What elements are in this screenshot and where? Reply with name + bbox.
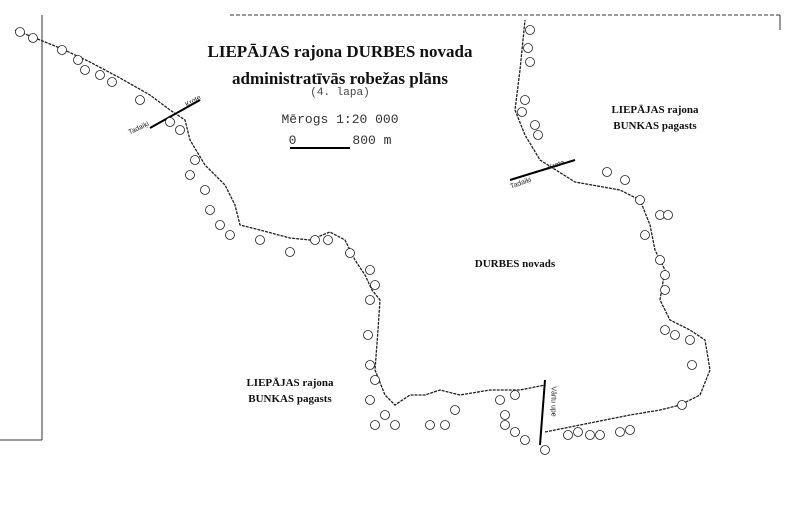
boundary-point-marker [670,330,680,340]
boundary-point-marker [525,25,535,35]
region-label-sw: LIEPĀJAS rajona BUNKAS pagasts [235,375,345,407]
boundary-point-marker [602,167,612,177]
region-sw-line1: LIEPĀJAS rajona [246,377,334,389]
region-ne-line2: BUNKAS pagasts [613,120,697,132]
boundary-point-marker [573,427,583,437]
boundary-point-marker [310,235,320,245]
river-line [539,379,546,446]
boundary-point-marker [595,430,605,440]
boundary-point-marker [510,390,520,400]
boundary-point-marker [28,33,38,43]
boundary-point-marker [500,410,510,420]
boundary-point-marker [255,235,265,245]
boundary-point-marker [640,230,650,240]
boundary-point-marker [215,220,225,230]
boundary-line [14,29,546,406]
boundary-point-marker [365,395,375,405]
boundary-point-marker [687,360,697,370]
road-line [149,99,201,129]
boundary-point-marker [660,270,670,280]
boundary-point-marker [200,185,210,195]
scale-end: 800 m [352,133,392,148]
boundary-point-marker [190,155,200,165]
boundary-point-marker [685,335,695,345]
road-line [509,159,576,181]
boundary-point-marker [663,210,673,220]
boundary-point-marker [135,95,145,105]
boundary-point-marker [365,295,375,305]
boundary-point-marker [73,55,83,65]
boundary-point-marker [425,420,435,430]
boundary-point-marker [370,420,380,430]
boundary-point-marker [500,420,510,430]
boundary-point-marker [345,248,355,258]
boundary-point-marker [370,280,380,290]
scale-start: 0 [288,133,297,148]
boundary-point-marker [585,430,595,440]
boundary-point-marker [520,435,530,445]
boundary-point-marker [677,400,687,410]
boundary-point-marker [517,107,527,117]
boundary-point-marker [450,405,460,415]
boundary-point-marker [95,70,105,80]
boundary-point-marker [635,195,645,205]
region-label-center: DURBES novads [474,258,556,270]
boundary-point-marker [655,255,665,265]
boundary-point-marker [620,175,630,185]
scale-text: Mērogs 1:20 000 [281,112,399,127]
river-label: Vārtu upe [549,386,557,417]
boundary-point-marker [440,420,450,430]
boundary-point-marker [510,427,520,437]
boundary-point-marker [380,410,390,420]
boundary-point-marker [525,57,535,67]
boundary-point-marker [660,325,670,335]
boundary-point-marker [165,117,175,127]
sheet-number: (4. lapa) [310,87,370,99]
boundary-point-marker [225,230,235,240]
boundary-point-marker [563,430,573,440]
boundary-point-marker [107,77,117,87]
boundary-point-marker [533,130,543,140]
title-line-2: administratīvās robežas plāns [232,69,448,88]
boundary-point-marker [390,420,400,430]
region-ne-line1: LIEPĀJAS rajona [611,104,699,116]
boundary-point-marker [57,45,67,55]
boundary-point-marker [540,445,550,455]
boundary-point-marker [370,375,380,385]
boundary-point-marker [323,235,333,245]
boundary-point-marker [363,330,373,340]
boundary-point-marker [365,360,375,370]
title-line-1: LIEPĀJAS rajona DURBES novada [207,42,473,61]
boundary-point-marker [205,205,215,215]
boundary-point-marker [175,125,185,135]
boundary-point-marker [615,427,625,437]
boundary-line [514,19,711,433]
boundary-point-marker [523,43,533,53]
map-title: LIEPĀJAS rajona DURBES novada administra… [190,38,490,92]
boundary-point-marker [185,170,195,180]
boundary-point-marker [625,425,635,435]
boundary-point-marker [80,65,90,75]
boundary-point-marker [660,285,670,295]
boundary-point-marker [495,395,505,405]
boundary-point-marker [285,247,295,257]
region-label-ne: LIEPĀJAS rajona BUNKAS pagasts [600,102,710,134]
scale-block: Mērogs 1:20 000 0 800 m [270,112,410,148]
region-sw-line2: BUNKAS pagasts [248,393,332,405]
boundary-point-marker [365,265,375,275]
boundary-point-marker [530,120,540,130]
boundary-point-marker [520,95,530,105]
boundary-point-marker [15,27,25,37]
